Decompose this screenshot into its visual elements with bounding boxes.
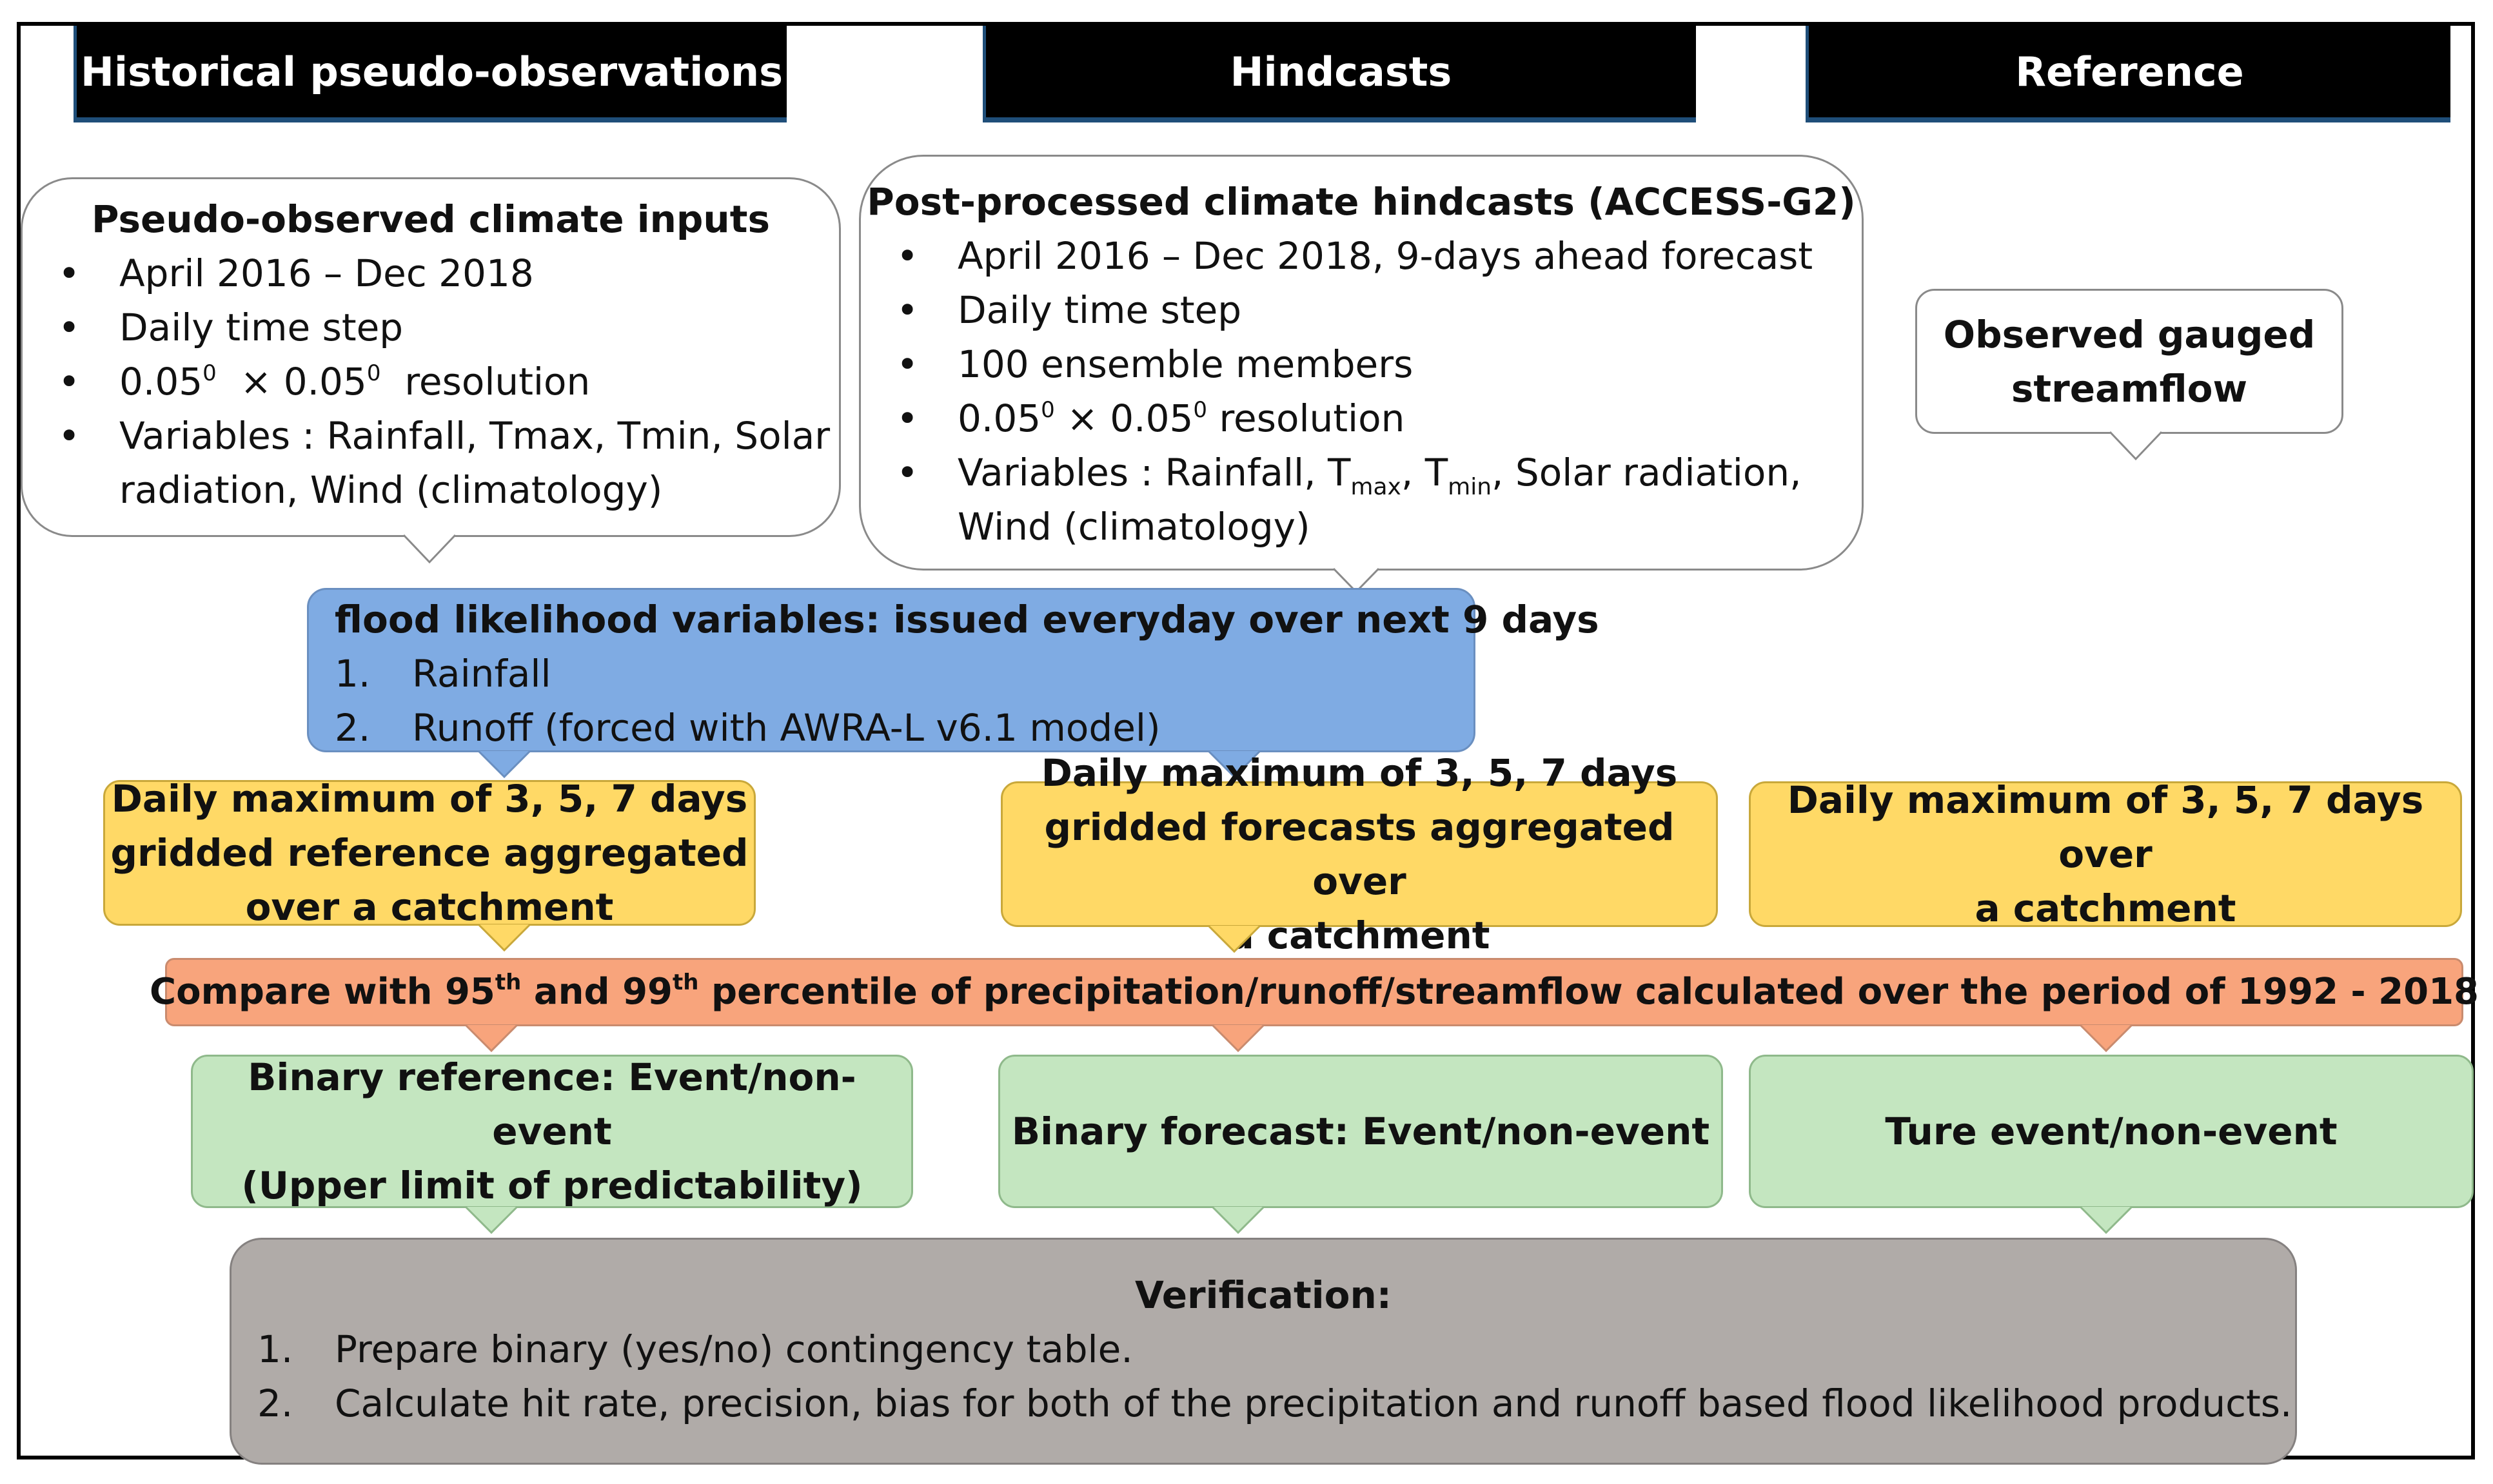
hindcasts-title: Post-processed climate hindcasts (ACCESS… xyxy=(867,180,1856,224)
hindcasts-list: April 2016 – Dec 2018, 9-days ahead fore… xyxy=(861,229,1862,554)
header-hindcasts: Hindcasts xyxy=(983,26,1696,122)
list-item: 2. Calculate hit rate, precision, bias fo… xyxy=(232,1376,2295,1430)
flood-likelihood-list: 1. Rainfall 2. Runoff (forced with AWRA-L … xyxy=(309,647,1473,755)
pointer-compare-mid xyxy=(1211,1024,1265,1053)
degree-sup: 0 xyxy=(366,360,381,386)
item-text: Rainfall xyxy=(412,652,551,696)
list-item: 100 ensemble members xyxy=(861,337,1862,391)
item-text: Prepare binary (yes/no) contingency tabl… xyxy=(335,1327,1133,1371)
verification-box: Verification: 1. Prepare binary (yes/no) … xyxy=(230,1238,2297,1465)
binary-reference-box: Binary reference: Event/non-event (Upper… xyxy=(191,1055,913,1208)
binary-reference-line: Binary reference: Event/non-event xyxy=(248,1055,856,1153)
daily-max-line: Daily maximum of 3, 5, 7 days xyxy=(111,777,748,821)
list-item: 2. Runoff (forced with AWRA-L v6.1 model) xyxy=(309,701,1473,755)
degree-sup: 0 xyxy=(1041,397,1055,423)
list-item: Variables : Rainfall, Tmax, Tmin, Solar … xyxy=(861,445,1862,554)
list-item: 0.050 × 0.050 resolution xyxy=(861,391,1862,445)
daily-max-line: gridded forecasts aggregated over xyxy=(1044,805,1675,903)
compare-suffix: percentile of precipitation/runoff/strea… xyxy=(698,971,2479,1013)
list-item: Variables : Rainfall, Tmax, Tmin, Solar r… xyxy=(23,409,839,517)
item-number: 1. xyxy=(257,1327,293,1371)
list-item: Daily time step xyxy=(861,283,1862,337)
hindcasts-box: Post-processed climate hindcasts (ACCESS… xyxy=(859,155,1864,571)
list-item: Daily time step xyxy=(23,300,839,355)
tmax-sub: max xyxy=(1350,474,1401,500)
daily-max-reference-box: Daily maximum of 3, 5, 7 days gridded re… xyxy=(103,777,756,929)
binary-forecast-text: Binary forecast: Event/non-event xyxy=(1011,1109,1710,1153)
tmin-sub: min xyxy=(1448,474,1492,500)
pointer-daily-left xyxy=(477,923,531,952)
daily-max-line: gridded reference aggregated xyxy=(110,831,749,875)
ordinal-sup: th xyxy=(495,970,522,995)
pointer-compare-right xyxy=(2079,1024,2133,1053)
pointer-binary-left xyxy=(464,1206,518,1235)
pointer-flood-left xyxy=(477,750,531,779)
daily-max-line: a catchment xyxy=(1975,886,2236,930)
variables-line2: Wind (climatology) xyxy=(958,505,1310,549)
true-event-box: Ture event/non-event xyxy=(1749,1055,2474,1208)
pseudo-observed-list: April 2016 – Dec 2018 Daily time step 0.… xyxy=(23,246,839,517)
variables-prefix: Variables : Rainfall, T xyxy=(958,451,1351,494)
resolution-suffix: resolution xyxy=(404,360,591,404)
true-event-text: Ture event/non-event xyxy=(1885,1109,2338,1153)
pointer-observed xyxy=(2109,431,2163,461)
compare-prefix: Compare with 95 xyxy=(150,971,495,1013)
degree-sup: 0 xyxy=(202,360,217,386)
item-text: Runoff (forced with AWRA-L v6.1 model) xyxy=(412,706,1161,750)
variables-suffix: , Solar radiation, xyxy=(1492,451,1802,494)
pseudo-observed-title: Pseudo-observed climate inputs xyxy=(92,197,770,241)
observed-line1: Observed gauged xyxy=(1943,312,2316,356)
daily-max-line: over a catchment xyxy=(245,885,614,929)
daily-max-catchment-box: Daily maximum of 3, 5, 7 days over a cat… xyxy=(1749,778,2462,930)
resolution-times: × 0.05 xyxy=(1067,396,1194,440)
verification-list: 1. Prepare binary (yes/no) contingency ta… xyxy=(232,1322,2295,1430)
observed-line2: streamflow xyxy=(2011,366,2248,411)
pointer-binary-mid xyxy=(1211,1206,1265,1235)
daily-max-line: Daily maximum of 3, 5, 7 days over xyxy=(1787,778,2424,876)
resolution-value: 0.05 xyxy=(119,360,203,404)
pointer-binary-right xyxy=(2079,1206,2133,1235)
header-reference: Reference xyxy=(1806,26,2450,122)
flood-likelihood-title: flood likelihood variables: issued every… xyxy=(335,598,1599,641)
item-number: 1. xyxy=(335,652,371,696)
daily-max-line: a catchment xyxy=(1228,913,1490,957)
pointer-flood-mid xyxy=(1207,750,1261,779)
tmin-sep: , T xyxy=(1401,451,1448,494)
binary-forecast-box: Binary forecast: Event/non-event xyxy=(998,1055,1723,1208)
list-item: April 2016 – Dec 2018, 9-days ahead fore… xyxy=(861,229,1862,283)
observed-streamflow-box: Observed gauged streamflow xyxy=(1915,289,2343,434)
verification-title: Verification: xyxy=(1135,1273,1392,1317)
variables-line1: Variables : Rainfall, Tmax, Tmin, Solar xyxy=(119,414,831,458)
flood-likelihood-box: flood likelihood variables: issued every… xyxy=(307,588,1599,755)
item-number: 2. xyxy=(257,1381,293,1425)
pointer-daily-mid xyxy=(1207,924,1261,953)
item-number: 2. xyxy=(335,706,371,750)
resolution-value: 0.05 xyxy=(958,396,1041,440)
daily-max-line: Daily maximum of 3, 5, 7 days xyxy=(1041,751,1678,795)
compare-percentile-bar: Compare with 95th and 99th percentile of… xyxy=(150,958,2479,1026)
pointer-compare-left xyxy=(464,1024,518,1053)
item-text: Calculate hit rate, precision, bias for … xyxy=(335,1381,2292,1425)
pointer-pseudo-observed xyxy=(402,534,457,564)
list-item: 1. Prepare binary (yes/no) contingency ta… xyxy=(232,1322,2295,1376)
list-item: 0.050 × 0.050 resolution xyxy=(23,355,839,409)
resolution-times: × 0.05 xyxy=(240,360,367,404)
compare-text: Compare with 95th and 99th percentile of… xyxy=(150,965,2479,1019)
resolution-suffix: resolution xyxy=(1219,396,1405,440)
header-historical: Historical pseudo-observations xyxy=(74,26,787,122)
pseudo-observed-box: Pseudo-observed climate inputs April 201… xyxy=(21,177,841,537)
compare-middle: and 99 xyxy=(521,971,673,1013)
list-item: April 2016 – Dec 2018 xyxy=(23,246,839,300)
list-item: 1. Rainfall xyxy=(309,647,1473,701)
ordinal-sup: th xyxy=(673,970,699,995)
daily-max-forecasts-box: Daily maximum of 3, 5, 7 days gridded fo… xyxy=(1001,751,1718,957)
degree-sup: 0 xyxy=(1193,397,1208,423)
variables-line2: radiation, Wind (climatology) xyxy=(119,468,663,512)
binary-reference-line: (Upper limit of predictability) xyxy=(241,1164,863,1207)
